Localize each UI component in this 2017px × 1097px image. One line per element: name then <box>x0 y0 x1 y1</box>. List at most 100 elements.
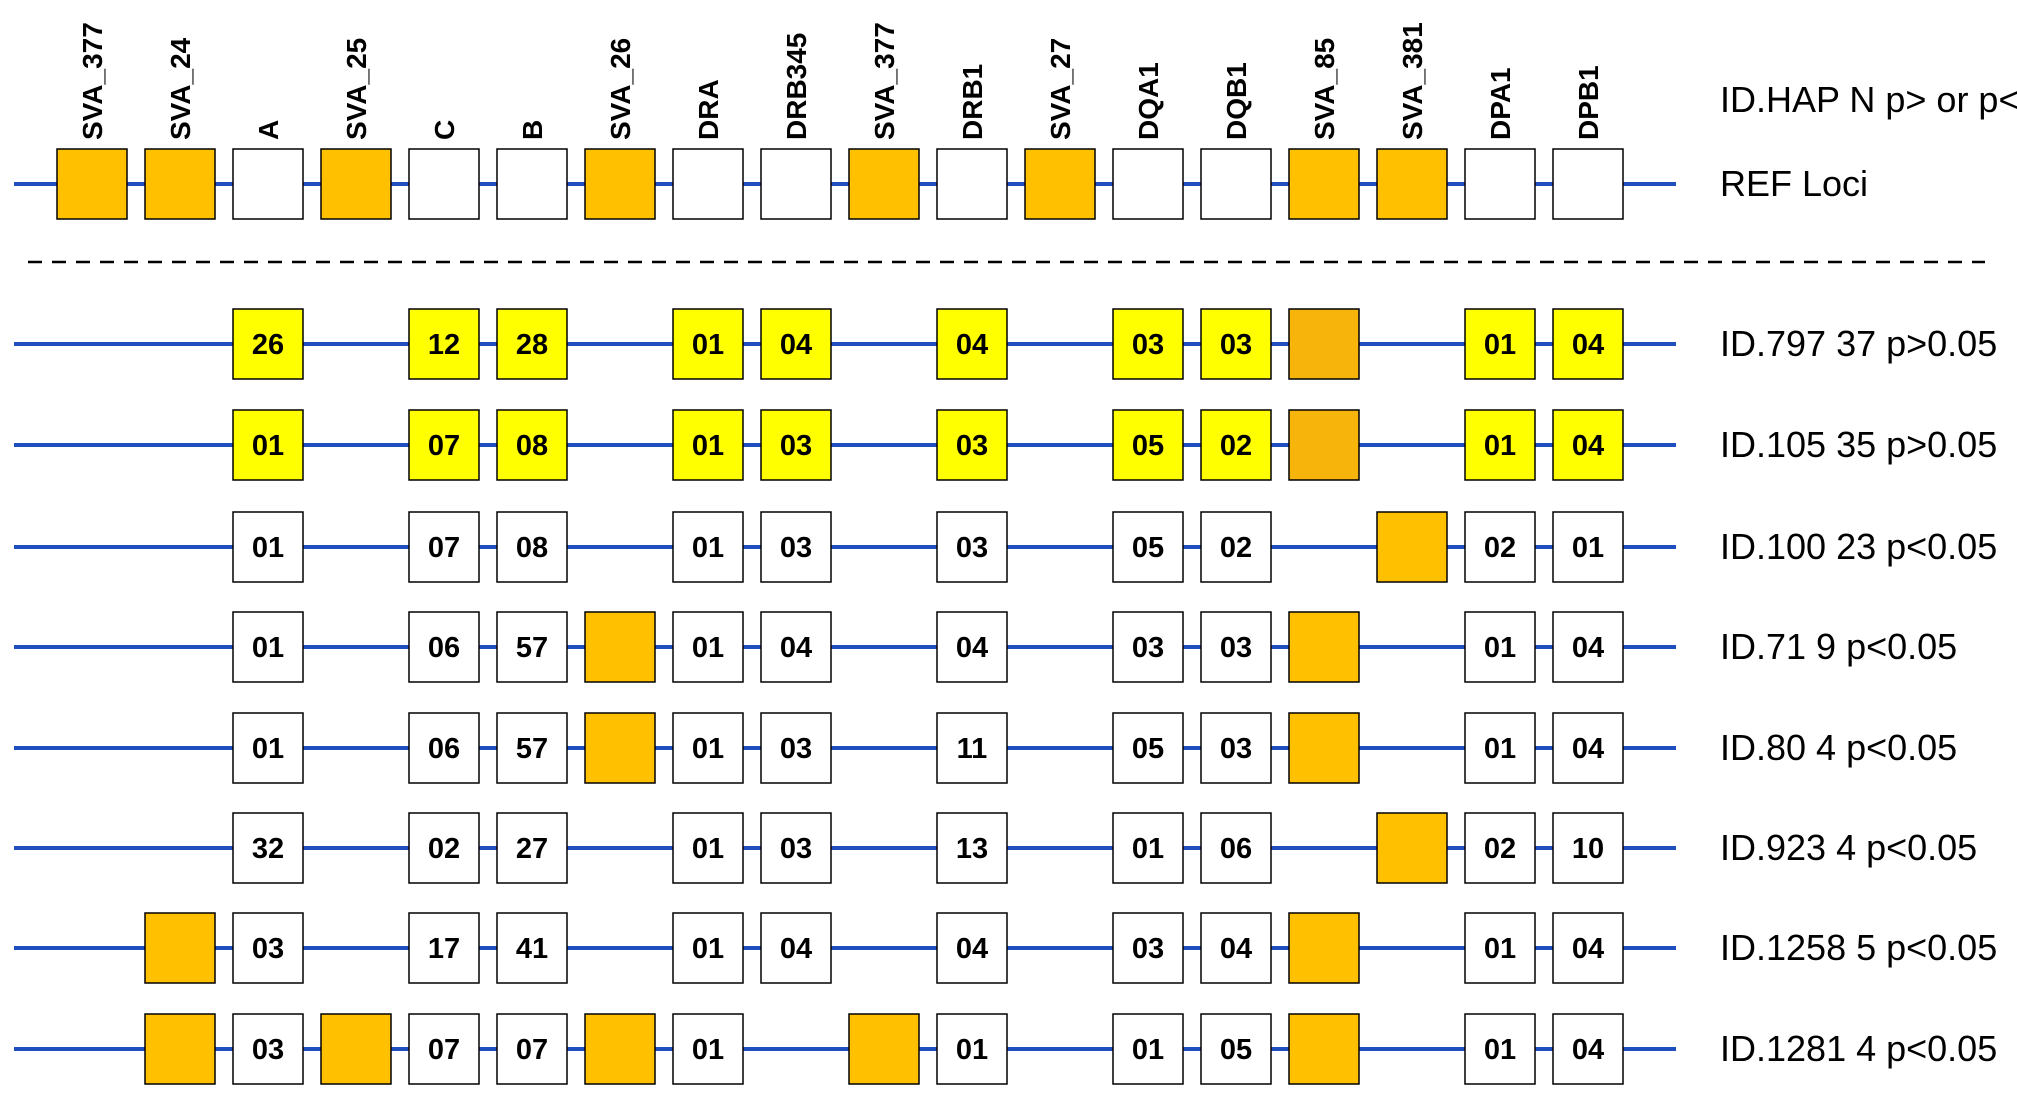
allele-value: 03 <box>780 733 812 765</box>
haplotype-label: ID.1281 4 p<0.05 <box>1720 1028 1997 1069</box>
allele-value: 01 <box>1132 833 1164 865</box>
gene-locus-box <box>760 148 832 220</box>
reference-label: REF Loci <box>1720 163 1868 204</box>
allele-value: 01 <box>692 532 724 564</box>
gene-locus-box <box>496 148 568 220</box>
allele-value: 57 <box>516 733 548 765</box>
allele-box <box>936 712 1008 784</box>
allele-value: 11 <box>957 733 988 765</box>
allele-value: 13 <box>956 833 988 865</box>
allele-box <box>1464 712 1536 784</box>
allele-value: 07 <box>428 1034 460 1066</box>
allele-value: 04 <box>780 329 812 361</box>
allele-box <box>1464 1013 1536 1085</box>
allele-value: 03 <box>956 430 988 462</box>
allele-box <box>408 511 480 583</box>
sva-insertion-box <box>144 912 216 984</box>
allele-box <box>1552 1013 1624 1085</box>
allele-value: 26 <box>252 329 284 361</box>
allele-value: 02 <box>1484 833 1516 865</box>
allele-box <box>496 511 568 583</box>
allele-value: 01 <box>252 632 284 664</box>
allele-box <box>672 1013 744 1085</box>
allele-value: 01 <box>692 733 724 765</box>
allele-box <box>1464 511 1536 583</box>
allele-value: 17 <box>428 933 460 965</box>
allele-box <box>1112 812 1184 884</box>
sva-insertion-box <box>144 1013 216 1085</box>
sva-insertion-box <box>1288 1013 1360 1085</box>
allele-value: 05 <box>1220 1034 1252 1066</box>
allele-value: 01 <box>692 933 724 965</box>
allele-value: 01 <box>1484 430 1516 462</box>
sva-insertion-box <box>1288 409 1360 481</box>
allele-box <box>1200 1013 1272 1085</box>
allele-box <box>936 1013 1008 1085</box>
sva-insertion-box <box>1288 611 1360 683</box>
allele-box <box>1112 611 1184 683</box>
locus-label: SVA_377 <box>869 22 900 140</box>
allele-box <box>1552 912 1624 984</box>
allele-box <box>760 511 832 583</box>
locus-label: SVA_24 <box>165 37 196 140</box>
allele-box <box>672 912 744 984</box>
allele-value: 03 <box>1220 329 1252 361</box>
sva-insertion-box <box>584 148 656 220</box>
allele-value: 03 <box>1132 933 1164 965</box>
locus-label: SVA_25 <box>341 38 372 140</box>
allele-value: 02 <box>1220 532 1252 564</box>
allele-value: 06 <box>428 733 460 765</box>
allele-box <box>408 812 480 884</box>
allele-box <box>1200 511 1272 583</box>
allele-value: 03 <box>1220 632 1252 664</box>
allele-box <box>408 712 480 784</box>
allele-box <box>760 308 832 380</box>
allele-box <box>232 511 304 583</box>
haplotype-label: ID.923 4 p<0.05 <box>1720 827 1977 868</box>
gene-locus-box <box>1552 148 1624 220</box>
allele-box <box>496 712 568 784</box>
allele-value: 07 <box>516 1034 548 1066</box>
allele-box <box>936 409 1008 481</box>
allele-box <box>496 1013 568 1085</box>
allele-box <box>1112 712 1184 784</box>
reference-row: REF Loci <box>14 148 1868 220</box>
allele-box <box>232 308 304 380</box>
haplotype-label: ID.71 9 p<0.05 <box>1720 626 1957 667</box>
sva-insertion-box <box>1288 148 1360 220</box>
allele-value: 03 <box>956 532 988 564</box>
allele-box <box>408 611 480 683</box>
allele-value: 28 <box>516 329 548 361</box>
allele-value: 07 <box>428 430 460 462</box>
allele-box <box>408 409 480 481</box>
allele-value: 04 <box>1572 733 1604 765</box>
allele-box <box>760 611 832 683</box>
locus-label: DQA1 <box>1133 62 1164 140</box>
allele-value: 04 <box>1572 1034 1604 1066</box>
allele-box <box>1200 611 1272 683</box>
allele-value: 01 <box>1484 733 1516 765</box>
allele-box <box>760 812 832 884</box>
allele-value: 01 <box>1484 632 1516 664</box>
gene-locus-box <box>1200 148 1272 220</box>
gene-locus-box <box>1112 148 1184 220</box>
sva-insertion-box <box>320 148 392 220</box>
allele-value: 03 <box>780 833 812 865</box>
allele-box <box>672 511 744 583</box>
sva-insertion-box <box>56 148 128 220</box>
allele-value: 01 <box>252 430 284 462</box>
allele-box <box>1552 308 1624 380</box>
allele-box <box>672 308 744 380</box>
sva-insertion-box <box>1376 511 1448 583</box>
allele-box <box>496 812 568 884</box>
allele-box <box>408 912 480 984</box>
allele-box <box>1552 511 1624 583</box>
allele-value: 01 <box>692 430 724 462</box>
allele-box <box>496 409 568 481</box>
haplotype-label: ID.100 23 p<0.05 <box>1720 526 1997 567</box>
haplotype-label: ID.797 37 p>0.05 <box>1720 323 1997 364</box>
allele-box <box>1464 912 1536 984</box>
allele-box <box>496 611 568 683</box>
